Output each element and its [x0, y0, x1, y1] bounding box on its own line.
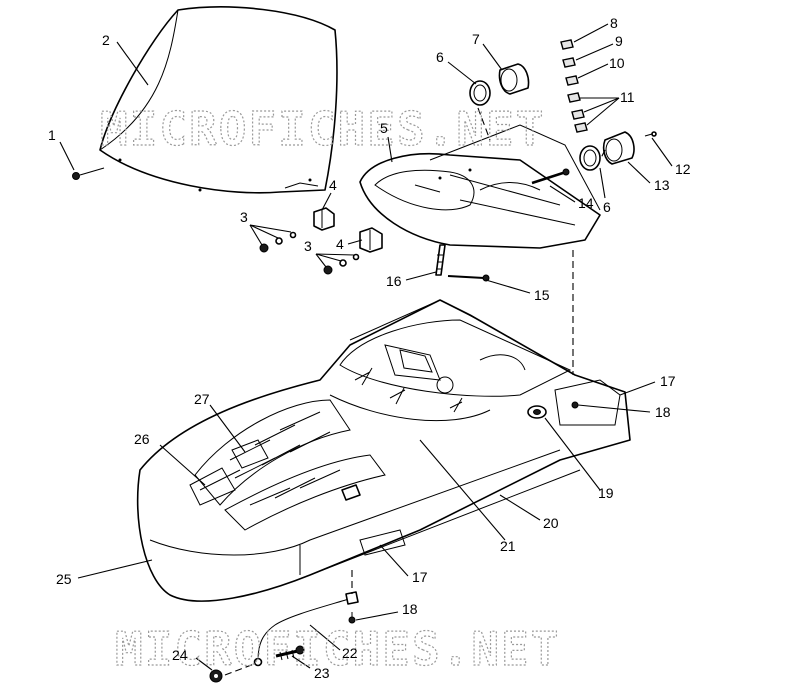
pin-12	[644, 131, 657, 137]
callout-12: 12	[675, 161, 691, 177]
callout-16: 16	[386, 273, 402, 289]
washer	[209, 669, 223, 683]
callout-23: 23	[314, 665, 330, 681]
gauge-left	[498, 63, 530, 95]
hood-cable	[253, 591, 359, 667]
callout-2: 2	[102, 32, 110, 48]
callout-21: 21	[500, 538, 516, 554]
watermark-top: MICROFICHES.NET	[100, 102, 545, 156]
callout-22: 22	[342, 645, 358, 661]
callout-3-upper: 3	[240, 209, 248, 225]
callout-14: 14	[578, 195, 594, 211]
callout-27: 27	[194, 391, 210, 407]
callout-26: 26	[134, 431, 150, 447]
callout-19: 19	[598, 485, 614, 501]
callout-25: 25	[56, 571, 72, 587]
callout-11: 11	[620, 89, 635, 105]
callout-4-upper: 4	[329, 177, 337, 193]
mount-bracket-lower	[359, 227, 383, 253]
callout-5: 5	[380, 120, 388, 136]
hardware-set-upper	[249, 224, 297, 253]
upper-console	[359, 124, 601, 249]
hardware-set-lower	[315, 253, 360, 275]
strap-16	[435, 244, 446, 276]
callout-15: 15	[534, 287, 550, 303]
callout-8: 8	[610, 15, 618, 31]
indicator-light-10	[565, 75, 579, 86]
gauge-right	[602, 131, 635, 165]
indicator-light-8	[560, 39, 574, 50]
hood	[136, 299, 631, 602]
callout-10: 10	[609, 55, 625, 71]
callouts: 1 2 3 3 4 4 5 6 6 7 8 9 10 11 12 13 14 1…	[48, 15, 691, 681]
callout-13: 13	[654, 177, 670, 193]
screw-1	[72, 167, 105, 180]
callout-7: 7	[472, 31, 480, 47]
bolt-15	[447, 274, 490, 282]
indicator-light-9	[562, 57, 576, 68]
callout-9: 9	[615, 33, 623, 49]
callout-1: 1	[48, 127, 56, 143]
callout-18-right: 18	[655, 404, 671, 420]
leader-lines	[59, 23, 673, 671]
screw-18-lower	[348, 612, 356, 624]
bolt-14	[531, 168, 570, 185]
mount-bracket-upper	[313, 207, 335, 231]
indicator-light-11	[567, 92, 588, 133]
callout-18-bottom: 18	[402, 601, 418, 617]
gauge-bezel-right	[579, 145, 601, 171]
gauge-bezel-left	[469, 80, 491, 106]
callout-17-right: 17	[660, 373, 676, 389]
callout-6-right: 6	[603, 199, 611, 215]
assembly-lines	[224, 107, 606, 676]
callout-24: 24	[172, 647, 188, 663]
callout-17-bottom: 17	[412, 569, 428, 585]
callout-3-lower: 3	[304, 238, 312, 254]
callout-6-left: 6	[436, 49, 444, 65]
watermark-bottom: MICROFICHES.NET	[115, 622, 560, 676]
callout-4-lower: 4	[336, 236, 344, 252]
callout-20: 20	[543, 515, 559, 531]
windshield	[99, 6, 338, 194]
